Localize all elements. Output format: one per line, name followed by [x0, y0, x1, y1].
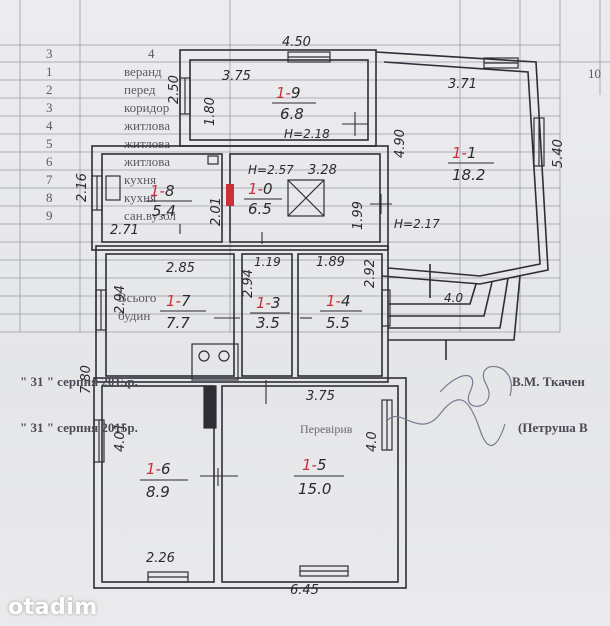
room-label-1-4: 1-4 [326, 292, 351, 310]
ledger-num: 3 [46, 46, 53, 61]
dim-veranda-top: 3.71 [448, 77, 477, 92]
room-area-1-7: 7.7 [166, 314, 190, 332]
footer-line1-date: " 31 " серпня 2015р. [20, 374, 138, 389]
dim-right-upper: 5.40 [551, 139, 566, 168]
stove-details [105, 155, 325, 429]
watermark-logo: otadim [8, 595, 98, 620]
room-label-1-5: 1-5 [302, 456, 327, 474]
ledger-num: 2 [46, 82, 53, 97]
ledger-word: веранд [124, 64, 162, 79]
room-area-1-5: 15.0 [298, 480, 331, 498]
dim-1-9-depth: 1.80 [203, 97, 218, 126]
ledger-num: 9 [46, 208, 53, 223]
dim-1-7-side: 2.94 [113, 285, 128, 314]
room-label-1-0: 1-0 [248, 180, 273, 198]
dim-1-1-side: 1.99 [351, 201, 366, 230]
ledger-num: 7 [46, 172, 53, 187]
ledger-word: сан.вузол [124, 208, 176, 223]
dim-1-9-side: 2.50 [167, 75, 182, 104]
ledger-num: 3 [46, 100, 53, 115]
dim-1-6-side: 4.01 [113, 423, 128, 452]
dim-1-0-side: 3.28 [308, 163, 337, 178]
ledger-word: житлова [123, 154, 170, 169]
dim-1-7-width: 2.85 [166, 261, 195, 276]
room-area-1-1: 18.2 [452, 166, 485, 184]
ledger-num: 4 [46, 118, 53, 133]
area-markers [179, 112, 392, 486]
dim-1-3-width: 1.19 [254, 255, 281, 269]
dim-1-4-width: 1.89 [316, 255, 345, 270]
dim-1-6-width: 2.26 [146, 551, 175, 566]
room-area-1-3: 3.5 [256, 314, 280, 332]
ledger-totals-sub: будин [118, 308, 150, 323]
dim-1-5-width: 3.75 [306, 389, 335, 404]
dimension-labels: 4.50 6.45 3.71 3.75 H=2.18 H=2.17 4.0 H=… [75, 35, 566, 598]
dim-1-4-side: 2.92 [363, 259, 378, 288]
ledger-word: житлова [123, 136, 170, 151]
dim-1-1-bottom: 4.0 [444, 291, 463, 305]
room-labels: 1-9 6.8 1-1 18.2 1-8 5.4 1-0 6.5 1-7 7.7… [140, 84, 494, 501]
dim-1-3-side: 2.94 [241, 269, 256, 298]
signature [387, 365, 512, 446]
ledger-num: 6 [46, 154, 53, 169]
room-label-1-6: 1-6 [146, 460, 171, 478]
footer-line2-name: (Петруша В [518, 420, 588, 435]
dim-1-1-height: H=2.17 [394, 217, 440, 231]
ledger-num: 5 [46, 136, 53, 151]
room-label-1-9: 1-9 [276, 84, 301, 102]
ledger-num: 8 [46, 190, 53, 205]
dim-1-5-side: 4.0 [365, 431, 380, 452]
footer-line1-name: В.М. Ткачен [512, 374, 585, 389]
dim-1-1-depth: 4.90 [393, 129, 408, 158]
footer-line2-role: Перевірив [300, 422, 353, 436]
room-area-1-9: 6.8 [280, 105, 304, 123]
dim-left-lower: 7.80 [79, 365, 94, 394]
dim-1-8-width: 2.71 [110, 223, 139, 238]
ledger-word: житлова [123, 118, 170, 133]
ledger-word: коридор [124, 100, 169, 115]
room-area-1-6: 8.9 [146, 483, 170, 501]
dim-bottom: 6.45 [290, 583, 319, 598]
ledger-header-col: 4 [148, 46, 155, 61]
dim-1-9-width: 3.75 [222, 69, 251, 84]
ledger-word: перед [124, 82, 156, 97]
windows [91, 51, 545, 583]
ledger-totals-label: Всього [118, 290, 156, 305]
room-area-1-0: 6.5 [248, 200, 272, 218]
dim-left-upper: 2.16 [75, 173, 90, 202]
room-label-1-3: 1-3 [256, 294, 281, 312]
room-label-1-1: 1-1 [452, 144, 477, 162]
room-area-1-8: 5.4 [152, 202, 176, 220]
footer-line2-date: " 31 " серпня 2015р. [20, 420, 138, 435]
room-label-1-8: 1-8 [150, 182, 175, 200]
dim-1-0-height: H=2.57 [248, 163, 294, 177]
dim-top: 4.50 [282, 35, 311, 50]
dim-1-8-side: 2.01 [209, 197, 224, 226]
ledger-word: кухня [124, 172, 156, 187]
room-label-1-7: 1-7 [166, 292, 191, 310]
ledger-text: 4 3 1 2 3 4 5 6 7 8 9 веранд перед корид… [46, 46, 601, 323]
ledger-right-col: 10 [588, 66, 601, 81]
ledger-num: 1 [46, 64, 53, 79]
dim-1-9-height: H=2.18 [284, 127, 330, 141]
room-area-1-4: 5.5 [326, 314, 350, 332]
